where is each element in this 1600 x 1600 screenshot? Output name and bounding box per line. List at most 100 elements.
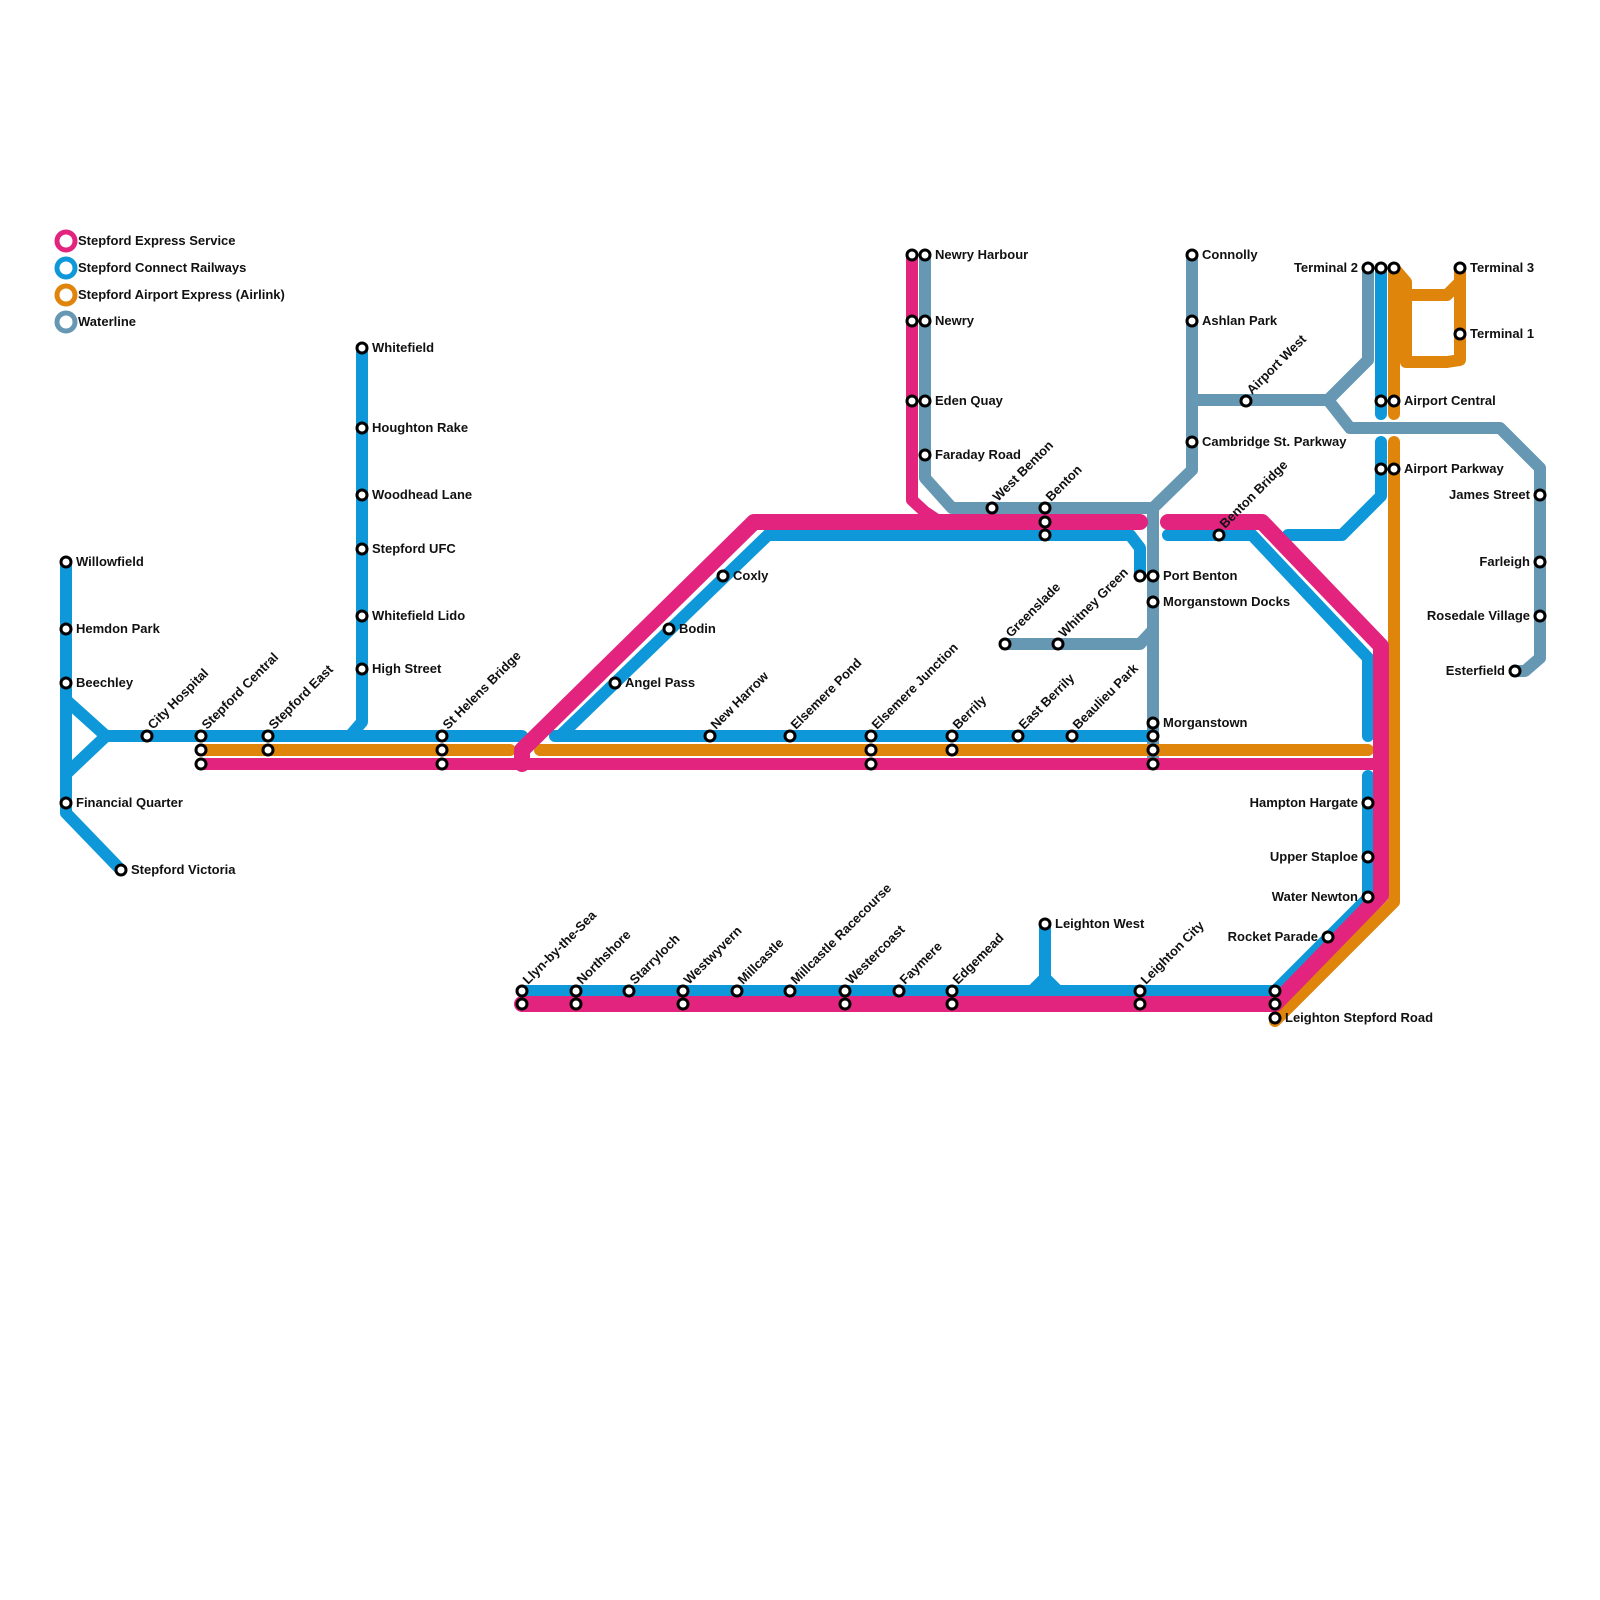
station-marker bbox=[918, 248, 932, 262]
station-stepford-ufc[interactable]: Stepford UFC bbox=[355, 541, 456, 556]
station-cambridge-st-parkway[interactable]: Cambridge St. Parkway bbox=[1185, 434, 1347, 449]
station-beechley[interactable]: Beechley bbox=[59, 675, 134, 690]
station-coxly[interactable]: Coxly bbox=[716, 568, 769, 583]
station-houghton-rake[interactable]: Houghton Rake bbox=[355, 420, 468, 435]
station-ashlan-park[interactable]: Ashlan Park bbox=[1185, 313, 1278, 328]
station-morganstown[interactable]: Morganstown bbox=[1146, 715, 1248, 771]
station-label: Leighton West bbox=[1055, 916, 1145, 931]
station-terminal-2[interactable]: Terminal 2 bbox=[1294, 260, 1401, 275]
station-esterfield[interactable]: Esterfield bbox=[1446, 663, 1522, 678]
station-leighton-stepford-road[interactable]: Leighton Stepford Road bbox=[1268, 984, 1433, 1025]
legend-label-express: Stepford Express Service bbox=[78, 233, 236, 248]
station-marker bbox=[1011, 729, 1025, 743]
station-james-street[interactable]: James Street bbox=[1449, 487, 1547, 502]
station-label: Newry bbox=[935, 313, 975, 328]
station-millcastle-racecourse[interactable]: Millcastle Racecourse bbox=[783, 880, 894, 998]
station-label: Greenslade bbox=[1003, 579, 1064, 640]
station-marker bbox=[435, 729, 449, 743]
station-label: Benton bbox=[1043, 462, 1085, 504]
station-connolly[interactable]: Connolly bbox=[1185, 247, 1258, 262]
station-marker bbox=[1146, 757, 1160, 771]
station-marker bbox=[1038, 917, 1052, 931]
station-airport-parkway[interactable]: Airport Parkway bbox=[1374, 461, 1504, 476]
legend-swatch-express bbox=[54, 229, 78, 253]
station-leighton-west[interactable]: Leighton West bbox=[1038, 916, 1145, 931]
station-upper-staploe[interactable]: Upper Staploe bbox=[1270, 849, 1375, 864]
station-marker bbox=[355, 609, 369, 623]
station-marker bbox=[1185, 248, 1199, 262]
station-label: Whitefield Lido bbox=[372, 608, 465, 623]
station-marker bbox=[905, 248, 919, 262]
station-beaulieu-park[interactable]: Beaulieu Park bbox=[1065, 660, 1142, 743]
station-willowfield[interactable]: Willowfield bbox=[59, 554, 144, 569]
station-terminal-3[interactable]: Terminal 3 bbox=[1453, 260, 1534, 275]
station-bodin[interactable]: Bodin bbox=[662, 621, 716, 636]
station-elsemere-pond[interactable]: Elsemere Pond bbox=[783, 655, 865, 743]
station-marker bbox=[945, 743, 959, 757]
station-marker bbox=[783, 984, 797, 998]
station-marker bbox=[998, 637, 1012, 651]
station-label: Faraday Road bbox=[935, 447, 1021, 462]
station-high-street[interactable]: High Street bbox=[355, 661, 442, 676]
station-marker bbox=[864, 743, 878, 757]
station-label: Rosedale Village bbox=[1427, 608, 1530, 623]
station-rosedale-village[interactable]: Rosedale Village bbox=[1427, 608, 1547, 623]
station-farleigh[interactable]: Farleigh bbox=[1479, 554, 1547, 569]
station-label: Eden Quay bbox=[935, 393, 1004, 408]
station-marker bbox=[1374, 394, 1388, 408]
station-marker bbox=[1133, 569, 1147, 583]
waterline-route-newry bbox=[919, 249, 1156, 514]
station-woodhead-lane[interactable]: Woodhead Lane bbox=[355, 487, 472, 502]
station-hampton-hargate[interactable]: Hampton Hargate bbox=[1250, 795, 1375, 810]
station-water-newton[interactable]: Water Newton bbox=[1272, 889, 1375, 904]
station-label: Coxly bbox=[733, 568, 769, 583]
express-route-coxly bbox=[514, 514, 1148, 772]
station-marker bbox=[622, 984, 636, 998]
station-eden-quay[interactable]: Eden Quay bbox=[905, 393, 1004, 408]
station-airport-central[interactable]: Airport Central bbox=[1374, 393, 1496, 408]
station-label: New Harrow bbox=[708, 668, 772, 732]
station-financial-quarter[interactable]: Financial Quarter bbox=[59, 795, 183, 810]
station-marker bbox=[945, 729, 959, 743]
station-whitney-green[interactable]: Whitney Green bbox=[1051, 565, 1131, 651]
station-hemdon-park[interactable]: Hemdon Park bbox=[59, 621, 161, 636]
station-angel-pass[interactable]: Angel Pass bbox=[608, 675, 695, 690]
station-marker bbox=[435, 757, 449, 771]
station-whitefield[interactable]: Whitefield bbox=[355, 340, 434, 355]
station-marker bbox=[918, 314, 932, 328]
station-marker bbox=[1065, 729, 1079, 743]
station-faraday-road[interactable]: Faraday Road bbox=[918, 447, 1021, 462]
station-rocket-parade[interactable]: Rocket Parade bbox=[1228, 929, 1335, 944]
station-marker bbox=[355, 542, 369, 556]
station-label: Airport Parkway bbox=[1404, 461, 1504, 476]
connect-route-whitefield bbox=[344, 342, 368, 742]
station-marker bbox=[1212, 528, 1226, 542]
station-whitefield-lido[interactable]: Whitefield Lido bbox=[355, 608, 465, 623]
station-label: Faymere bbox=[897, 939, 945, 987]
station-marker bbox=[676, 984, 690, 998]
station-label: Water Newton bbox=[1272, 889, 1358, 904]
station-stepford-victoria[interactable]: Stepford Victoria bbox=[114, 862, 236, 877]
station-newry[interactable]: Newry bbox=[905, 313, 975, 328]
station-label: Beaulieu Park bbox=[1070, 660, 1142, 732]
station-marker bbox=[1239, 394, 1253, 408]
station-morganstown-docks[interactable]: Morganstown Docks bbox=[1146, 594, 1290, 609]
station-newry-harbour[interactable]: Newry Harbour bbox=[905, 247, 1028, 262]
station-label: Stepford Victoria bbox=[131, 862, 236, 877]
stations: Whitefield Houghton Rake Woodhead Lane S… bbox=[59, 247, 1547, 1025]
station-marker bbox=[355, 421, 369, 435]
station-marker bbox=[1361, 796, 1375, 810]
express-routes bbox=[195, 249, 1389, 1012]
station-marker bbox=[569, 997, 583, 1011]
station-terminal-1[interactable]: Terminal 1 bbox=[1453, 326, 1534, 341]
station-label: Hemdon Park bbox=[76, 621, 161, 636]
connect-route-coxly bbox=[554, 529, 1146, 742]
station-port-benton[interactable]: Port Benton bbox=[1133, 568, 1237, 583]
station-marker bbox=[716, 569, 730, 583]
station-marker bbox=[59, 622, 73, 636]
station-label: Stepford East bbox=[266, 661, 337, 732]
station-marker bbox=[435, 743, 449, 757]
station-marker bbox=[355, 662, 369, 676]
station-label: Bodin bbox=[679, 621, 716, 636]
